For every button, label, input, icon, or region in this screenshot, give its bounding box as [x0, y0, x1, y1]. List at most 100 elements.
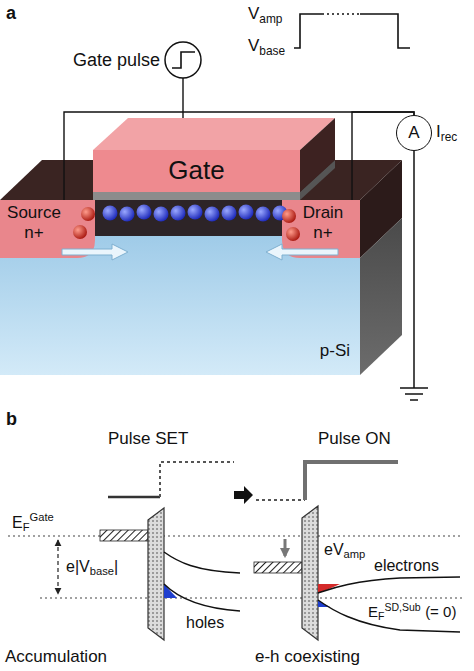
- carrier-label: electrons: [374, 556, 439, 576]
- gate-stack: [93, 150, 300, 192]
- state-label: Accumulation: [5, 646, 107, 667]
- electron-dots: [103, 205, 288, 222]
- flow-arrows: [62, 244, 128, 260]
- energy-level-label: EFGate: [12, 510, 54, 534]
- current-label: Irec: [436, 121, 457, 144]
- label-text: electrons: [374, 557, 439, 574]
- gate-stack: [93, 192, 300, 200]
- label-text: Pulse ON: [318, 429, 391, 448]
- gate-electrode: Gate: [93, 150, 300, 192]
- label-text: Gate pulse: [73, 50, 160, 70]
- label-text: V: [248, 36, 259, 55]
- label-text: eV: [324, 541, 344, 558]
- pulse-label: Pulse ON: [318, 428, 391, 449]
- energy-level-label: EFSD,Sub (= 0): [368, 601, 456, 624]
- label-text: E: [12, 514, 23, 531]
- band-diagram-coexisting: [284, 539, 287, 556]
- substrate-slab: [360, 218, 402, 375]
- superscript-text: SD,Sub: [384, 601, 420, 613]
- panel-letter: a: [6, 2, 16, 25]
- pulse-label: Pulse SET: [108, 428, 188, 449]
- gate-stack: [93, 118, 335, 150]
- electron-dots: [120, 207, 135, 222]
- state-label: e-h coexisting: [255, 646, 360, 667]
- electron-dots: [222, 206, 237, 221]
- pulse-waveform: [294, 14, 322, 48]
- node-text: n+: [313, 223, 332, 243]
- band-diagram-coexisting: [254, 562, 302, 573]
- label-text: Pulse SET: [108, 429, 188, 448]
- ammeter-circle: A: [396, 115, 432, 151]
- energy-gap-label: e|Vbase|: [66, 557, 118, 578]
- carrier-label: holes: [186, 613, 224, 633]
- label-text: V: [248, 4, 259, 23]
- hole-dots: [286, 227, 300, 241]
- sequence-arrow: [234, 486, 253, 504]
- panel-letter: b: [6, 408, 17, 431]
- electron-dots: [171, 206, 186, 221]
- flow-arrows: [266, 244, 338, 260]
- substrate-slab: [0, 160, 402, 375]
- electron-dots: [239, 205, 254, 220]
- gate-stack: [300, 118, 335, 192]
- pulse-step-waveform: [160, 462, 234, 497]
- fermi-level-lines: [40, 597, 462, 598]
- voltage-label: Vamp: [248, 3, 282, 26]
- fermi-level-lines: [8, 535, 462, 536]
- band-diagram-accumulation: [148, 508, 164, 640]
- electron-dots: [154, 207, 169, 222]
- band-diagram-accumulation: [100, 530, 148, 541]
- band-diagram-coexisting: [318, 600, 460, 632]
- ground-symbol: [400, 387, 428, 389]
- band-diagram-accumulation: [164, 552, 240, 573]
- band-diagram-coexisting: [254, 506, 460, 640]
- subscript-text: amp: [344, 548, 366, 560]
- sequence-arrow: [234, 486, 253, 504]
- electron-dots: [137, 205, 152, 220]
- pulse-waveform: [322, 13, 360, 15]
- subscript-text: base: [259, 44, 285, 58]
- pulse-waveform: [294, 14, 410, 48]
- subscript-text: F: [378, 610, 384, 622]
- hole-dots: [81, 207, 95, 221]
- node-text: Drain: [303, 203, 344, 223]
- electron-dots: [205, 207, 220, 222]
- band-diagram-accumulation: [164, 584, 240, 611]
- electron-dots: [256, 207, 271, 222]
- energy-shift-label: eVamp: [324, 540, 365, 561]
- subscript-text: F: [23, 521, 30, 533]
- superscript-text: Gate: [30, 511, 54, 523]
- pulse-step-waveform: [256, 499, 305, 501]
- gate-stack: [93, 118, 335, 200]
- band-diagram-accumulation: [57, 540, 58, 594]
- circuit-wire: [64, 112, 414, 200]
- label-text: (= 0): [425, 603, 456, 620]
- pulse-waveform: [360, 14, 410, 48]
- band-diagram-coexisting: [318, 577, 460, 593]
- subscript-text: rec: [441, 130, 458, 144]
- ground-symbol: [400, 151, 428, 400]
- hole-dots: [73, 207, 300, 241]
- pulse-step-waveform: [108, 462, 398, 500]
- node-text: Source: [7, 203, 61, 223]
- label-text: a: [6, 3, 16, 23]
- pulse-source-symbol: [165, 42, 201, 78]
- flow-arrows: [62, 244, 338, 260]
- label-text: I: [436, 122, 441, 141]
- substrate-slab: [95, 200, 282, 236]
- band-diagram-accumulation: [58, 508, 240, 640]
- pulse-step-waveform: [108, 496, 160, 499]
- pulse-step-waveform: [305, 462, 398, 500]
- node-text: n+: [24, 223, 43, 243]
- source-region: Sourcen+: [0, 200, 68, 247]
- pulse-source-symbol: [172, 52, 195, 68]
- drain-region: Drainn+: [290, 200, 356, 247]
- band-diagram-coexisting: [302, 506, 318, 640]
- label-text: e-h coexisting: [255, 647, 360, 666]
- ground-symbol: [405, 393, 423, 395]
- label-text: E: [368, 603, 378, 620]
- label-text: |: [114, 558, 118, 575]
- hole-dots: [73, 225, 87, 239]
- electron-dots: [188, 205, 203, 220]
